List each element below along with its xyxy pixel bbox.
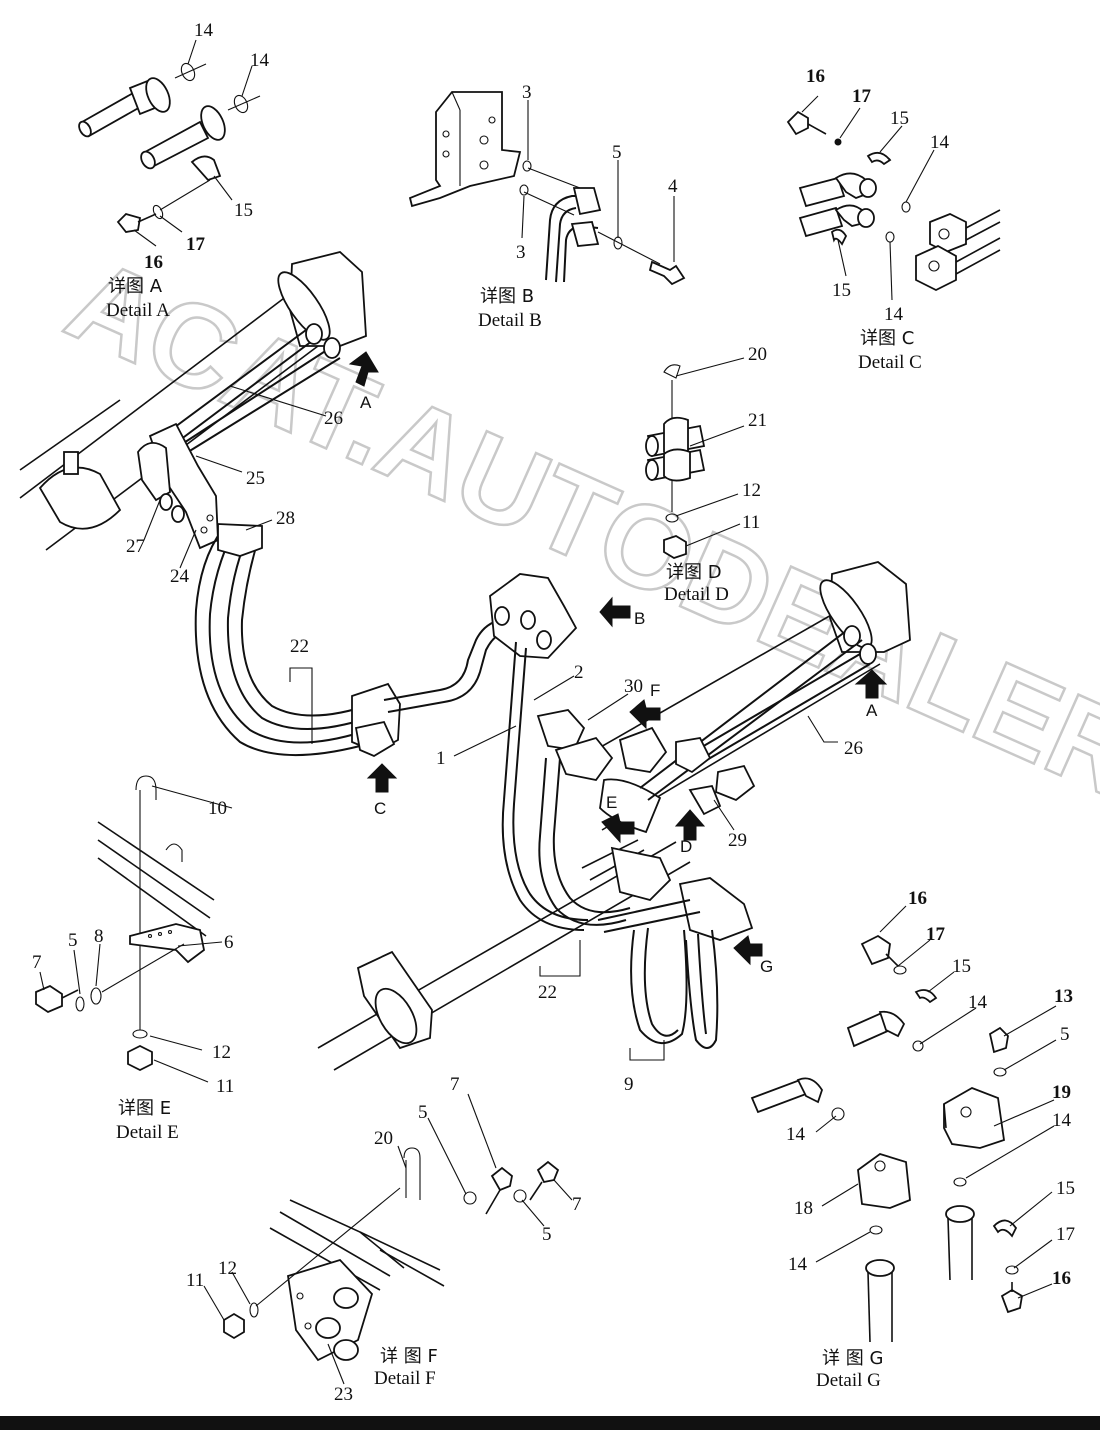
callout-label: 14 <box>884 304 904 325</box>
callout-label: 15 <box>952 956 971 977</box>
callout-label: 21 <box>748 410 767 431</box>
callout-numbers: 14 14 15 17 16 3 3 5 4 16 17 15 14 15 14… <box>32 20 1075 1405</box>
callout-label: 14 <box>968 992 988 1013</box>
detail-e-caption-cn: 详图 E <box>118 1098 171 1119</box>
callout-label: 16 <box>908 888 927 909</box>
bottom-border-bar <box>0 1416 1100 1430</box>
callout-label: 5 <box>612 142 622 163</box>
callout-label: 17 <box>852 86 872 107</box>
detail-c-drawing <box>786 110 1001 292</box>
callout-label: 12 <box>742 480 761 501</box>
detail-captions: 详图 A Detail A 详图 B Detail B 详图 C Detail … <box>106 276 922 1391</box>
view-arrow-label: F <box>650 681 660 700</box>
detail-a-caption-en: Detail A <box>106 300 170 321</box>
detail-d-drawing <box>645 364 706 559</box>
callout-label: 14 <box>1052 1110 1072 1131</box>
callout-label: 17 <box>1056 1224 1075 1245</box>
callout-label: 14 <box>194 20 214 41</box>
callout-label: 30 <box>624 676 643 697</box>
callout-label: 27 <box>126 536 145 557</box>
watermark: ACAT.AUTODEALER.RU <box>49 233 1100 906</box>
view-arrow-label: B <box>634 609 645 628</box>
detail-g-caption-en: Detail G <box>816 1370 881 1391</box>
view-arrow-label: C <box>374 799 386 818</box>
callout-label: 25 <box>246 468 265 489</box>
view-arrows: A B C A F E D G <box>348 351 888 976</box>
callout-label: 7 <box>450 1074 460 1095</box>
main-assembly-drawing <box>19 251 911 1071</box>
detail-e-drawing <box>35 775 215 1072</box>
callout-label: 16 <box>1052 1268 1071 1289</box>
callout-label: 18 <box>794 1198 813 1219</box>
callout-label: 14 <box>786 1124 806 1145</box>
detail-d-caption-en: Detail D <box>664 584 729 605</box>
detail-a-drawing <box>78 62 261 233</box>
callout-label: 20 <box>748 344 767 365</box>
callout-label: 2 <box>574 662 584 683</box>
callout-label: 12 <box>218 1258 237 1279</box>
detail-g-drawing <box>750 934 1023 1343</box>
view-arrow-label: E <box>606 793 617 812</box>
callout-label: 8 <box>94 926 104 947</box>
callout-label: 19 <box>1052 1082 1071 1103</box>
detail-d-caption-cn: 详图 D <box>666 562 722 583</box>
detail-e-caption-en: Detail E <box>116 1122 179 1143</box>
callout-label: 16 <box>144 252 163 273</box>
callout-label: 29 <box>728 830 747 851</box>
callout-label: 7 <box>572 1194 582 1215</box>
callout-label: 22 <box>538 982 557 1003</box>
detail-f-caption-cn: 详 图 F <box>380 1346 438 1367</box>
callout-label: 6 <box>224 932 234 953</box>
callout-label: 11 <box>186 1270 204 1291</box>
view-arrow-label: G <box>760 957 773 976</box>
callout-label: 5 <box>68 930 78 951</box>
detail-f-drawing <box>223 1147 560 1362</box>
callout-label: 4 <box>668 176 678 197</box>
callout-label: 7 <box>32 952 42 973</box>
detail-g-caption-cn: 详 图 G <box>822 1348 883 1369</box>
callout-label: 5 <box>418 1102 428 1123</box>
callout-label: 15 <box>1056 1178 1075 1199</box>
detail-f-caption-en: Detail F <box>374 1368 436 1389</box>
callout-label: 5 <box>542 1224 552 1245</box>
callout-label: 15 <box>832 280 851 301</box>
detail-b-caption-cn: 详图 B <box>480 286 534 307</box>
callout-label: 11 <box>742 512 760 533</box>
view-arrow-label: A <box>360 393 372 412</box>
callout-label: 28 <box>276 508 295 529</box>
callout-label: 15 <box>234 200 253 221</box>
view-arrow-label: A <box>866 701 878 720</box>
callout-label: 16 <box>806 66 825 87</box>
detail-b-drawing <box>408 91 686 286</box>
detail-a-caption-cn: 详图 A <box>108 276 163 297</box>
callout-label: 13 <box>1054 986 1073 1007</box>
callout-label: 14 <box>930 132 950 153</box>
callout-label: 20 <box>374 1128 393 1149</box>
callout-label: 14 <box>788 1254 808 1275</box>
callout-label: 5 <box>1060 1024 1070 1045</box>
callout-label: 17 <box>186 234 206 255</box>
callout-label: 14 <box>250 50 270 71</box>
detail-b-caption-en: Detail B <box>478 310 542 331</box>
leader-lines <box>39 39 1057 1385</box>
callout-label: 11 <box>216 1076 234 1097</box>
detail-c-caption-en: Detail C <box>858 352 922 373</box>
callout-label: 12 <box>212 1042 231 1063</box>
callout-label: 10 <box>208 798 227 819</box>
callout-label: 9 <box>624 1074 634 1095</box>
callout-label: 17 <box>926 924 946 945</box>
callout-label: 22 <box>290 636 309 657</box>
callout-label: 1 <box>436 748 446 769</box>
callout-label: 26 <box>324 408 343 429</box>
callout-label: 3 <box>516 242 526 263</box>
detail-c-caption-cn: 详图 C <box>860 328 914 349</box>
callout-label: 23 <box>334 1384 353 1405</box>
callout-label: 3 <box>522 82 532 103</box>
callout-label: 26 <box>844 738 863 759</box>
callout-label: 24 <box>170 566 190 587</box>
view-arrow-label: D <box>680 837 692 856</box>
callout-label: 15 <box>890 108 909 129</box>
